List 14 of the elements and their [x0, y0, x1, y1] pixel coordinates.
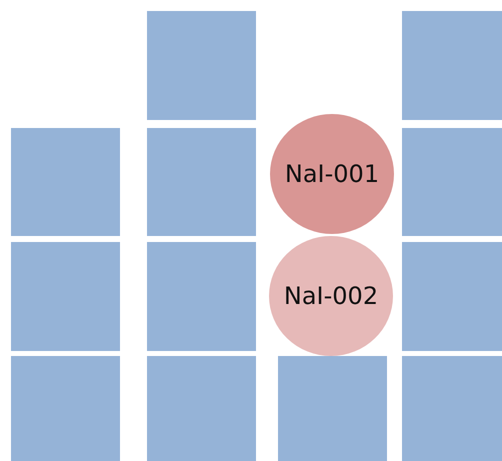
square-tile	[11, 356, 120, 461]
node-label: NaI-001	[284, 160, 380, 188]
square-tile	[402, 11, 502, 120]
square-tile	[402, 128, 502, 236]
square-tile	[402, 356, 502, 461]
square-tile	[147, 128, 256, 236]
square-tile	[147, 356, 256, 461]
square-tile	[402, 242, 502, 351]
square-tile	[147, 11, 256, 120]
square-tile	[11, 128, 120, 236]
square-tile	[147, 242, 256, 351]
square-tile	[11, 242, 120, 351]
node-label: NaI-002	[284, 282, 378, 310]
square-tile	[278, 356, 387, 461]
